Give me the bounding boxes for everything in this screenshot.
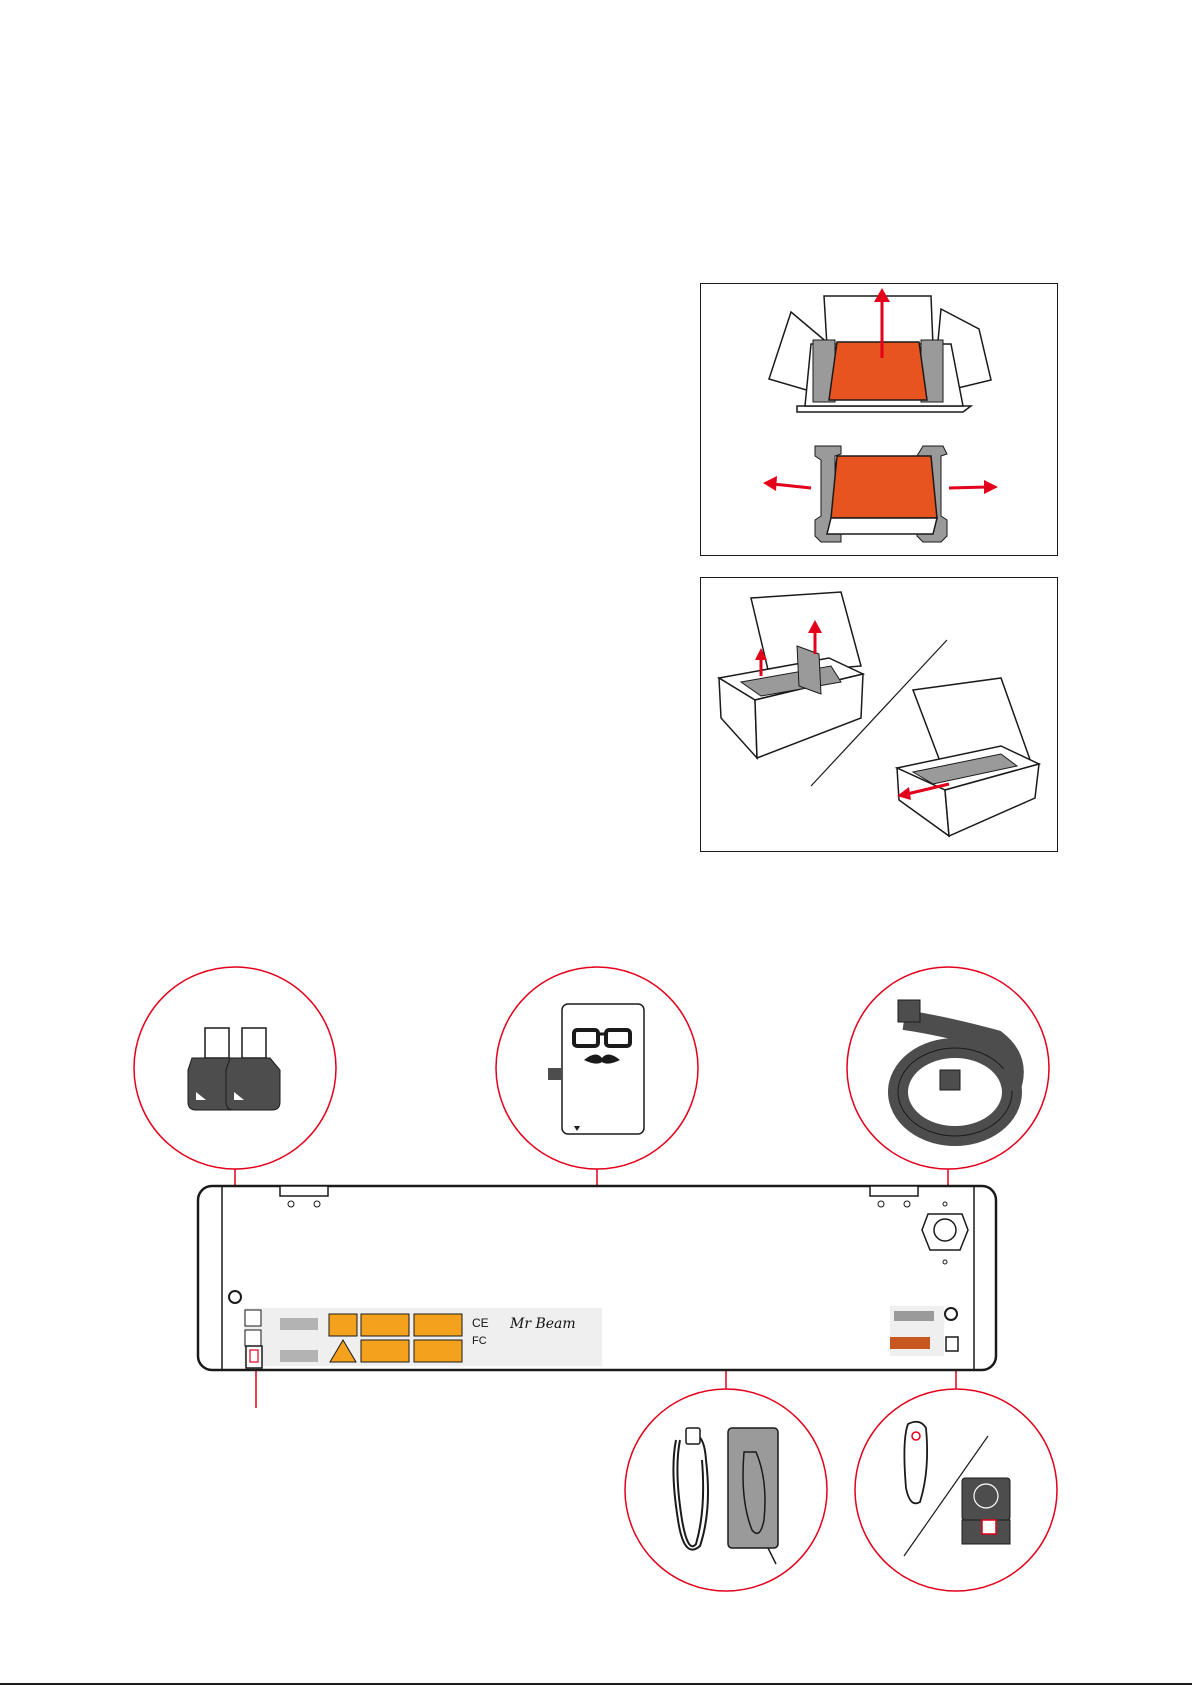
hinge-left [280,1186,328,1196]
power-switch [250,1350,258,1362]
unbox-illustration-panel [700,283,1058,556]
orange-panel [831,456,937,518]
brand-logo-text: Mr Beam [509,1316,576,1332]
fc-mark: FC [472,1335,487,1347]
arrow-right-icon [984,480,998,494]
cardboard-insert [797,646,821,694]
arrow-left-icon [763,476,777,491]
ce-mark: CE [472,1316,489,1330]
power-input-port [945,1308,957,1320]
box-unpacking-illustration [701,284,1056,554]
hinge-right [870,1186,918,1196]
callout-circle-airfilter [855,1389,1057,1591]
box-flap-back [824,296,933,346]
orange-lid [829,342,927,400]
air-filter-port [946,1337,958,1351]
device-rear-overview: CE FC Mr Beam [0,950,1192,1600]
mr-beam-sheet-icon [548,1004,644,1134]
key-switch [229,1291,241,1303]
rear-panel-illustration: CE FC Mr Beam [0,950,1192,1600]
arrow-up-icon [874,288,890,302]
remove-insert-illustration-panel [700,577,1058,852]
callout-circle-power [625,1389,827,1591]
box-insert-removal-illustration [701,578,1056,850]
